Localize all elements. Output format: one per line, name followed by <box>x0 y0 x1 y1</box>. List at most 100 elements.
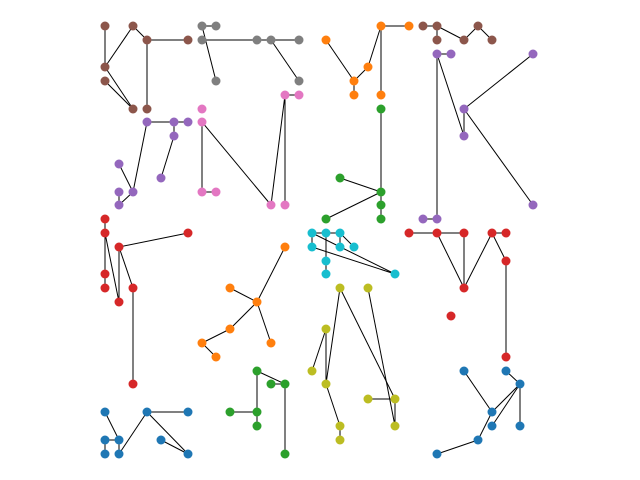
node-purple-15 <box>114 187 124 197</box>
node-purple-10 <box>183 117 193 127</box>
node-brown-2 <box>142 35 152 45</box>
node-orange-4 <box>376 21 386 31</box>
node-olive-8 <box>363 394 373 404</box>
node-brown-4 <box>100 62 110 72</box>
node-olive-2 <box>321 324 331 334</box>
node-gray-0 <box>197 21 207 31</box>
node-green-0 <box>376 104 386 114</box>
node-purple-11 <box>169 131 179 141</box>
node-blue-13 <box>487 421 497 431</box>
edge-olive-2 <box>367 287 396 427</box>
node-olive-5 <box>335 421 345 431</box>
node-red-0 <box>100 214 110 224</box>
node-blue-14 <box>515 421 525 431</box>
node-blue-7 <box>156 435 166 445</box>
node-red-8 <box>128 379 138 389</box>
node-orange-1 <box>349 76 359 86</box>
node-brown-11 <box>459 35 469 45</box>
node-gray-5 <box>266 35 276 45</box>
node-green-9 <box>252 407 262 417</box>
node-orange-10 <box>225 324 235 334</box>
edge-green-4 <box>325 191 382 220</box>
node-blue-16 <box>432 449 442 459</box>
node-green-1 <box>376 187 386 197</box>
node-red-10 <box>432 228 442 238</box>
node-green-10 <box>252 421 262 431</box>
node-cyan-8 <box>390 269 400 279</box>
node-blue-6 <box>114 449 124 459</box>
edge-red-1 <box>104 232 120 303</box>
node-blue-5 <box>100 449 110 459</box>
edge-orange-9 <box>201 328 231 344</box>
node-pink-7 <box>197 187 207 197</box>
node-brown-0 <box>100 21 110 31</box>
node-pink-2 <box>280 90 290 100</box>
edge-blue-11 <box>491 383 521 427</box>
edge-purple-5 <box>463 108 534 206</box>
edge-red-9 <box>436 232 465 289</box>
edge-red-11 <box>463 232 493 289</box>
node-orange-2 <box>349 90 359 100</box>
edge-pink-3 <box>201 121 272 206</box>
node-brown-6 <box>128 104 138 114</box>
node-purple-14 <box>128 187 138 197</box>
node-red-9 <box>404 228 414 238</box>
node-blue-2 <box>183 407 193 417</box>
node-olive-4 <box>321 379 331 389</box>
node-red-15 <box>446 311 456 321</box>
node-brown-10 <box>432 35 442 45</box>
edge-brown-9 <box>436 25 465 41</box>
edge-red-3 <box>118 232 189 248</box>
node-gray-6 <box>294 35 304 45</box>
node-orange-0 <box>321 35 331 45</box>
edge-orange-8 <box>229 301 258 330</box>
node-green-2 <box>376 200 386 210</box>
node-orange-9 <box>280 242 290 252</box>
node-gray-4 <box>252 35 262 45</box>
edge-blue-14 <box>436 439 479 455</box>
node-purple-7 <box>432 214 442 224</box>
edge-orange-6 <box>256 246 286 303</box>
node-green-12 <box>280 449 290 459</box>
node-cyan-1 <box>321 228 331 238</box>
node-purple-2 <box>528 49 538 59</box>
edge-blue-8 <box>463 370 493 413</box>
node-cyan-6 <box>321 256 331 266</box>
edge-green-5 <box>256 370 286 385</box>
node-cyan-4 <box>335 242 345 252</box>
node-pink-4 <box>280 200 290 210</box>
edge-cyan-7 <box>311 246 396 275</box>
node-purple-9 <box>169 117 179 127</box>
node-red-14 <box>459 283 469 293</box>
node-green-5 <box>321 214 331 224</box>
node-red-1 <box>100 228 110 238</box>
node-purple-0 <box>432 49 442 59</box>
node-olive-9 <box>390 421 400 431</box>
node-olive-3 <box>307 366 317 376</box>
edge-gray-5 <box>270 39 300 82</box>
node-gray-7 <box>294 76 304 86</box>
node-blue-4 <box>114 435 124 445</box>
node-orange-5 <box>404 21 414 31</box>
node-purple-3 <box>459 104 469 114</box>
node-orange-6 <box>376 90 386 100</box>
edge-pink-1 <box>270 94 286 206</box>
node-blue-10 <box>501 366 511 376</box>
nodes-layer <box>100 21 538 459</box>
node-orange-3 <box>363 62 373 72</box>
edge-purple-1 <box>436 53 465 137</box>
node-brown-8 <box>418 21 428 31</box>
edge-purple-13 <box>118 163 134 193</box>
node-brown-5 <box>100 76 110 86</box>
node-green-7 <box>280 379 290 389</box>
node-blue-3 <box>100 435 110 445</box>
node-green-4 <box>335 173 345 183</box>
node-purple-13 <box>114 159 124 169</box>
edges-layer <box>104 25 534 455</box>
node-brown-7 <box>142 104 152 114</box>
node-red-13 <box>501 228 511 238</box>
node-pink-6 <box>211 187 221 197</box>
edge-brown-3 <box>104 80 134 110</box>
node-red-7 <box>128 283 138 293</box>
node-orange-12 <box>211 352 221 362</box>
